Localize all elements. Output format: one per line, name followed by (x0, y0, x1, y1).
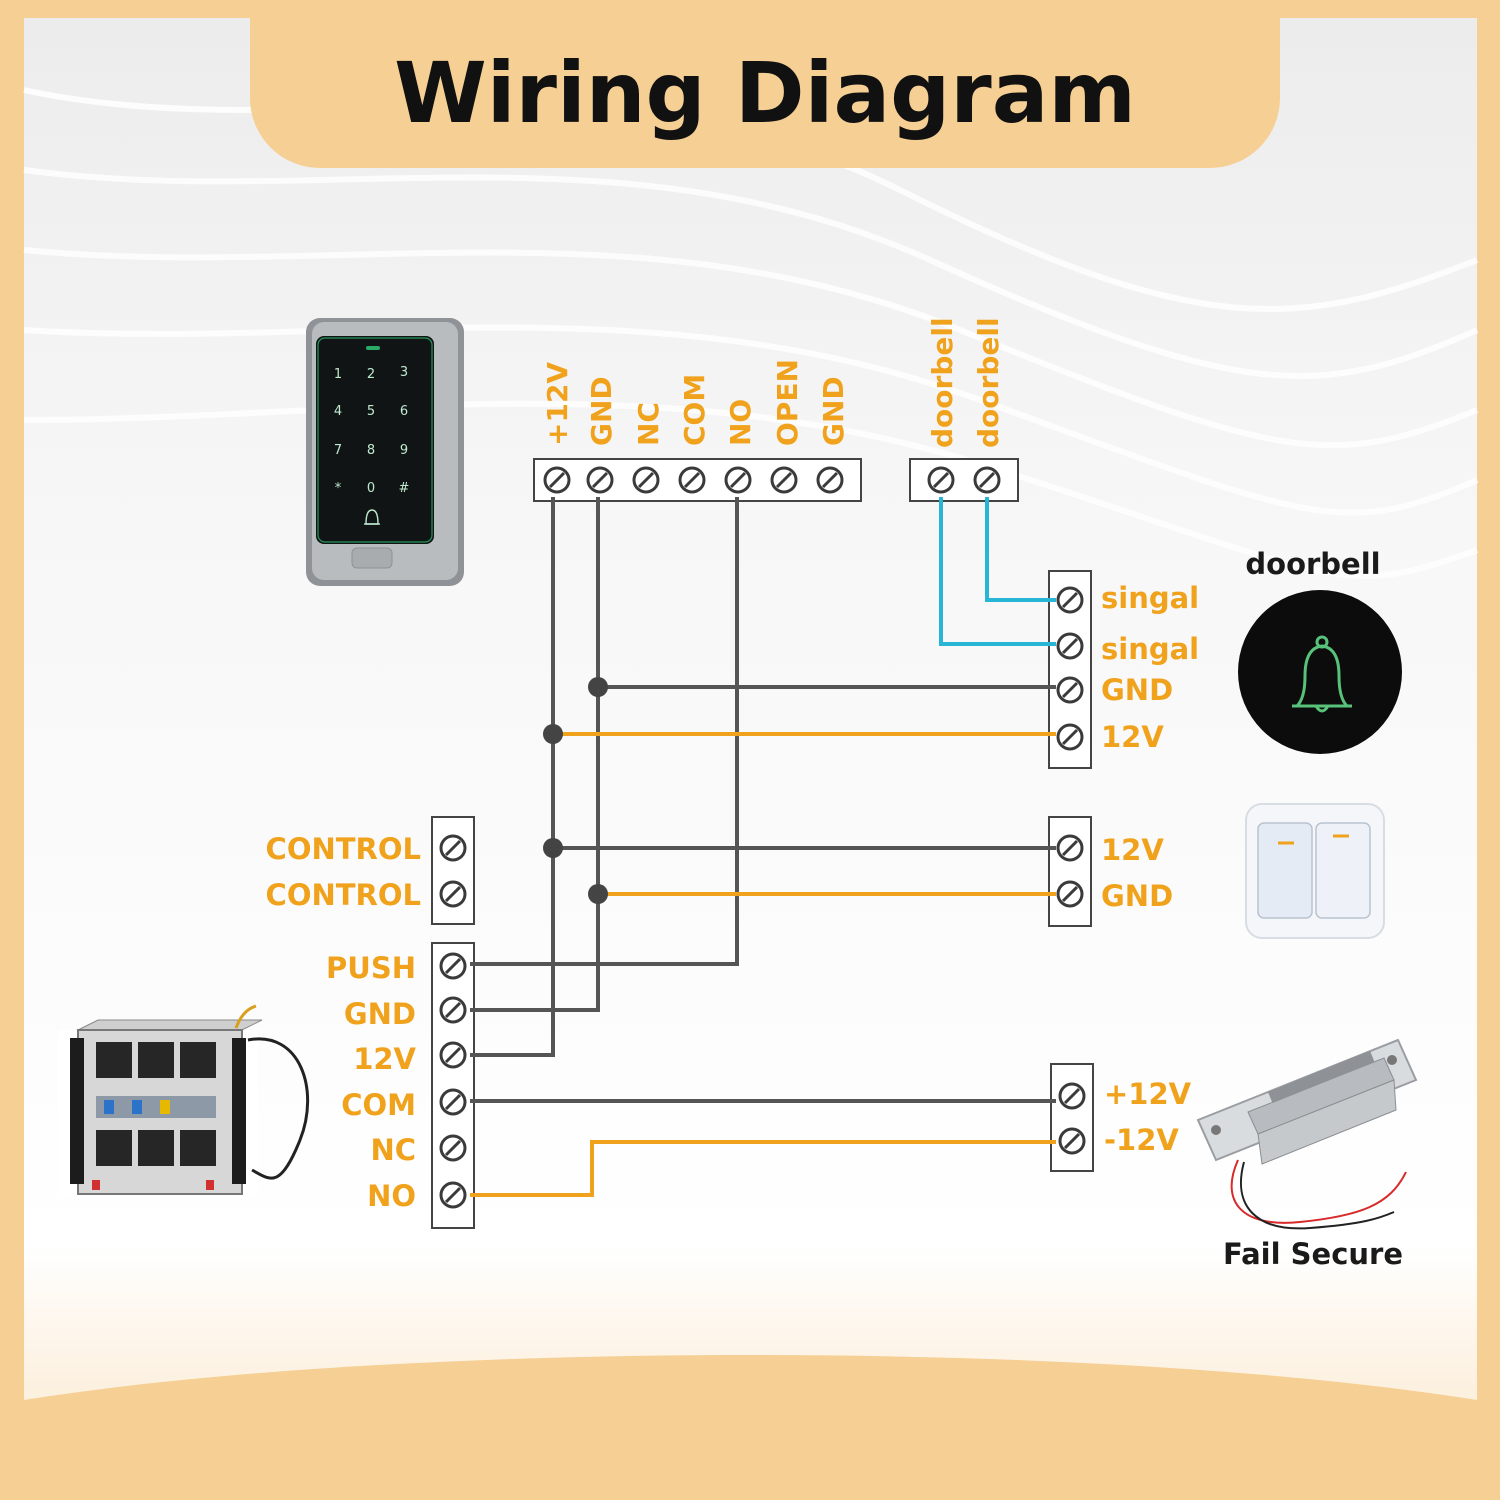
page-title: Wiring Diagram (394, 44, 1136, 142)
terminal-screw (543, 466, 571, 494)
terminal-screw (1056, 834, 1084, 862)
terminal-screw (632, 466, 660, 494)
terminal-label-nc: NC (632, 402, 665, 446)
terminal-label-singal-2: singal (1101, 632, 1199, 666)
keypad-bell-icon (364, 509, 380, 525)
terminal-screw (678, 466, 706, 494)
keypad-doorbell-terminal-block (909, 458, 1019, 502)
keypad-key-9: 9 (400, 443, 408, 458)
terminal-screw (1056, 723, 1084, 751)
terminal-label-lock-plus12v: +12V (1104, 1077, 1192, 1111)
keypad-key-7: 7 (334, 443, 342, 458)
terminal-label-ps-gnd: GND (344, 997, 416, 1031)
lock-terminal-labels: +12V -12V (1104, 1077, 1192, 1157)
terminal-screw (439, 952, 467, 980)
terminal-label-singal-1: singal (1101, 581, 1199, 615)
terminal-label-gnd-2: GND (817, 376, 850, 446)
terminal-screw (439, 1134, 467, 1162)
terminal-screw (1056, 632, 1084, 660)
keypad-key-8: 8 (367, 443, 375, 458)
exit-button-terminal-labels: 12V GND (1101, 833, 1173, 913)
terminal-label-doorbell-12v: 12V (1101, 720, 1164, 754)
terminal-screws (439, 466, 1086, 1209)
terminal-screw (439, 834, 467, 862)
terminal-label-exit-12v: 12V (1101, 833, 1164, 867)
keypad-key-2: 2 (367, 367, 375, 382)
terminal-screw (439, 1041, 467, 1069)
wire-keypad-no-push (470, 497, 739, 966)
power-supply-terminal-labels: PUSH GND 12V COM NC NO (326, 951, 417, 1213)
terminal-screw (1056, 676, 1084, 704)
terminal-screw (927, 466, 955, 494)
terminal-screw (439, 996, 467, 1024)
terminal-screw (1058, 1127, 1086, 1155)
wire-doorbell-signal-1 (985, 497, 1056, 602)
lock-terminal-block (1050, 1063, 1094, 1172)
terminal-label-com: COM (678, 374, 711, 446)
keypad-key-hash: # (399, 481, 410, 496)
terminal-screw (770, 466, 798, 494)
switch-icon (1245, 803, 1385, 939)
electric-strike-icon (1196, 1038, 1418, 1230)
doorbell-device (1238, 590, 1402, 754)
junction-dot (543, 724, 563, 744)
keypad-key-5: 5 (367, 404, 375, 419)
terminal-label-ps-nc: NC (370, 1133, 416, 1167)
terminal-label-plus12v: +12V (541, 362, 574, 446)
terminal-label-doorbell-gnd: GND (1101, 673, 1173, 707)
keypad-key-star: * (335, 481, 342, 496)
terminal-label-control-1: CONTROL (266, 832, 421, 866)
wire-doorbell-signal-2 (939, 497, 1056, 646)
bell-icon (1292, 635, 1352, 713)
wire-keypad-gnd-trunk (470, 497, 600, 1012)
terminal-label-doorbell-2: doorbell (972, 317, 1005, 448)
terminal-screw (1056, 586, 1084, 614)
terminal-screw (724, 466, 752, 494)
wires (470, 497, 1056, 1197)
terminal-label-ps-com: COM (341, 1088, 416, 1122)
keypad-key-0: 0 (367, 481, 375, 496)
power-supply-terminal-block (431, 942, 475, 1229)
title-banner: Wiring Diagram (250, 18, 1280, 168)
keypad-terminal-labels: +12V GND NC COM NO OPEN GND doorbell doo… (541, 317, 1005, 448)
terminal-label-no: NO (724, 399, 757, 446)
terminal-screw (973, 466, 1001, 494)
terminal-screw (816, 466, 844, 494)
doorbell-terminal-labels: singal singal GND 12V (1101, 581, 1199, 754)
terminal-label-ps-12v: 12V (353, 1042, 416, 1076)
control-terminal-labels: CONTROL CONTROL (266, 832, 421, 912)
keypad-key-4: 4 (334, 404, 342, 419)
terminal-label-ps-no: NO (367, 1179, 416, 1213)
doorbell-device-label: doorbell (1245, 547, 1380, 581)
keypad-key-1: 1 (334, 367, 342, 382)
terminal-label-exit-gnd: GND (1101, 879, 1173, 913)
wire-lock-no (470, 1140, 1056, 1197)
terminal-screw (439, 1181, 467, 1209)
terminal-label-doorbell-1: doorbell (926, 317, 959, 448)
terminal-screw (1058, 1082, 1086, 1110)
terminal-label-open: OPEN (771, 359, 804, 446)
terminal-screw (439, 1088, 467, 1116)
keypad-key-3: 3 (400, 365, 408, 380)
junction-dot (588, 884, 608, 904)
junction-dot (543, 838, 563, 858)
terminal-screw (1056, 880, 1084, 908)
terminal-label-gnd: GND (585, 376, 618, 446)
terminal-label-control-2: CONTROL (266, 878, 421, 912)
wire-junctions (543, 677, 608, 904)
terminal-screw (439, 880, 467, 908)
lock-device-label: Fail Secure (1223, 1237, 1403, 1271)
keypad-key-6: 6 (400, 404, 408, 419)
exit-button-terminal-block (1048, 816, 1092, 927)
terminal-label-push: PUSH (326, 951, 416, 985)
keypad-device: 1 2 3 4 5 6 7 8 9 * 0 # (306, 318, 464, 586)
power-supply-icon (58, 1004, 310, 1198)
wire-keypad-12v-trunk (470, 497, 555, 1057)
control-terminal-block (431, 816, 475, 925)
terminal-label-lock-minus12v: -12V (1104, 1123, 1179, 1157)
junction-dot (588, 677, 608, 697)
terminal-screw (586, 466, 614, 494)
